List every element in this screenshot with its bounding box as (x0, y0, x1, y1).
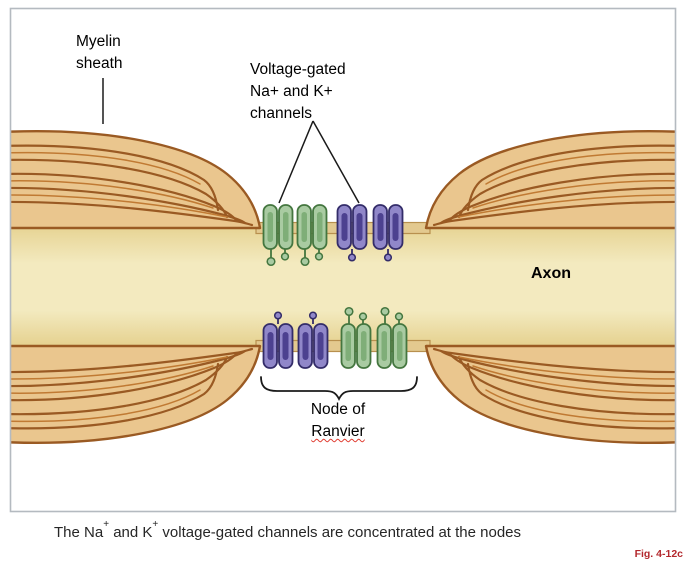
diagram-border (9, 7, 677, 513)
node-of-ranvier-label: Node of Ranvier (292, 399, 384, 443)
caption-text: The Na (54, 524, 104, 541)
caption-superscript: + (103, 518, 110, 530)
channel-label-line-left (278, 120, 314, 204)
channels-label-line1: Voltage-gated (250, 61, 346, 78)
myelin-label-line2: sheath (76, 55, 123, 72)
figure-caption: The Na+ and K+ voltage-gated channels ar… (54, 519, 522, 542)
myelin-label-line1: Myelin (76, 33, 121, 50)
myelin-lower-left (11, 344, 262, 444)
axon-label: Axon (531, 265, 571, 282)
myelin-lower-right (424, 344, 675, 444)
myelin-upper-left (11, 130, 262, 230)
myelin-upper-right (424, 130, 675, 230)
channel-label-line-right (312, 120, 360, 204)
node-label-line2: Ranvier (311, 423, 365, 440)
channels-label-line3: channels (250, 105, 313, 122)
caption-text: voltage-gated channels are concentrated … (158, 524, 522, 541)
node-brace (260, 376, 418, 402)
node-label-line1: Node of (310, 401, 366, 418)
caption-superscript: + (152, 518, 159, 530)
myelin-sheath-label: Myelin sheath (76, 31, 123, 75)
figure-reference: Fig. 4-12c (634, 548, 683, 560)
caption-text: and K (109, 524, 153, 541)
diagram-art (11, 130, 675, 444)
channels-label-line2: Na+ and K+ (250, 83, 333, 100)
voltage-gated-channels-label: Voltage-gated Na+ and K+ channels (250, 59, 346, 125)
